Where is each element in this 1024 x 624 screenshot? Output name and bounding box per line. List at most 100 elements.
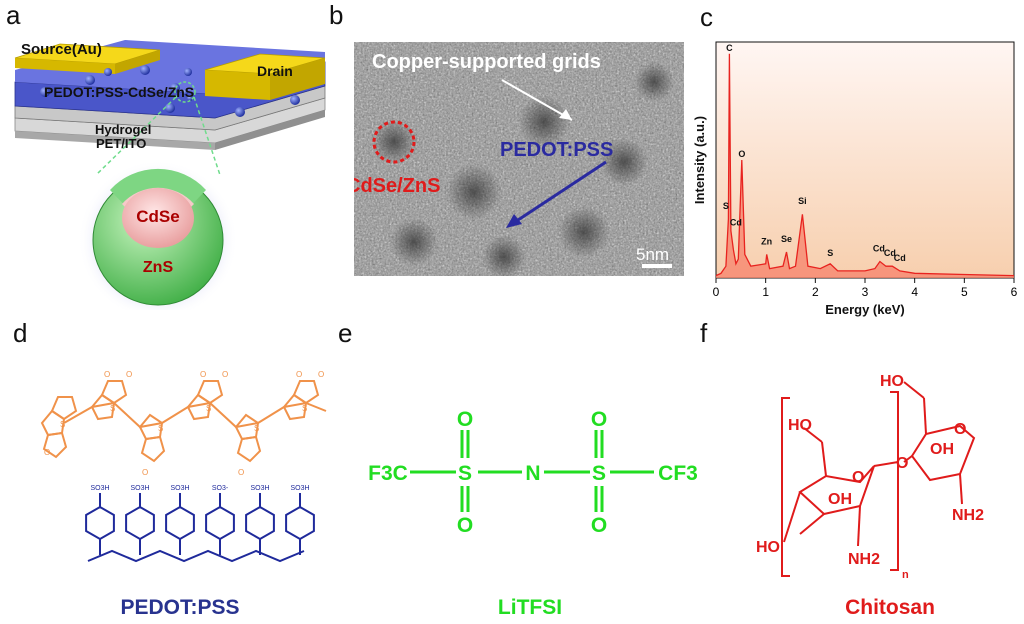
oxygen-label: O: [296, 370, 302, 379]
chitosan-structure: HO HO HO OH OH O O O NH2 NH2 n: [756, 373, 984, 581]
shell-label: ZnS: [143, 259, 174, 276]
ring-oxygen-label: O: [954, 421, 966, 438]
sulfur-label: S: [158, 424, 163, 433]
peak-label: Cd: [873, 243, 885, 253]
sulfur-label: S: [206, 404, 211, 413]
ring-oxygen-label: O: [852, 469, 864, 486]
litfsi-bonds: [410, 430, 654, 512]
hydrogel-label: Hydrogel: [95, 122, 151, 137]
pedot-chain: [40, 380, 327, 463]
ho-label: HO: [788, 417, 812, 434]
grid-label: Copper-supported grids: [372, 51, 601, 73]
zoom-circle: [174, 81, 196, 103]
scale-label: 5nm: [636, 245, 669, 264]
panel-letter-a: a: [6, 0, 21, 30]
sulfur-right-label: S: [592, 462, 606, 485]
pss-group-label: SO3H: [290, 485, 309, 492]
quantum-dots: [40, 65, 300, 117]
source-electrode-side: [115, 50, 160, 74]
pss-benzene-ring: [245, 505, 275, 541]
oxygen-label: O: [222, 370, 228, 379]
pss-benzene-ring: [285, 505, 315, 541]
oh-label: OH: [828, 491, 852, 508]
device-schematic: Source(Au) Drain PEDOT:PSS-CdSe/ZnS Hydr…: [14, 40, 326, 310]
sulfur-label: S: [302, 404, 307, 413]
oxygen-bottom-right-label: O: [591, 514, 607, 537]
pss-benzene-ring: [85, 505, 115, 541]
ho-label: HO: [756, 539, 780, 556]
active-layer-label: PEDOT:PSS-CdSe/ZnS: [44, 84, 194, 100]
zoom-line-left: [95, 96, 177, 176]
pss-benzene-ring: [205, 505, 235, 541]
panel-letter-e: e: [338, 318, 353, 348]
panel-letter-b: b: [329, 0, 344, 30]
x-tick-label: 1: [762, 285, 769, 299]
repeat-n-label: n: [902, 569, 909, 581]
sulfur-label: S: [110, 404, 115, 413]
x-tick-label: 4: [911, 285, 918, 299]
sulfur-label: S: [60, 420, 65, 429]
panel-letter-f: f: [700, 318, 708, 348]
polymer-label: PEDOT:PSS: [500, 139, 613, 161]
grid-arrow: [501, 79, 573, 121]
oxygen-label: O: [142, 468, 148, 477]
ho-label: HO: [880, 373, 904, 390]
oxygen-label: O: [104, 370, 110, 379]
qd-highlight-circle: [372, 120, 416, 164]
source-label: Source(Au): [21, 41, 102, 58]
sulfur-label: S: [254, 424, 259, 433]
oxygen-label: O: [44, 448, 50, 457]
x-tick-label: 3: [862, 285, 869, 299]
nh2-label: NH2: [952, 507, 984, 524]
f3c-label: F3C: [368, 462, 408, 485]
peak-label: Cd: [884, 248, 896, 258]
tem-image: Copper-supported grids PEDOT:PSS CdSe/Zn…: [354, 42, 684, 276]
chitosan-atom-labels: HO HO HO OH OH O O O NH2 NH2 n: [756, 373, 984, 581]
peak-label: Se: [781, 234, 792, 244]
polymer-arrow: [511, 160, 607, 226]
x-axis-label: Energy (keV): [825, 302, 904, 317]
chitosan-bonds: [781, 381, 976, 577]
oxygen-top-left-label: O: [457, 408, 473, 431]
oh-label: OH: [930, 441, 954, 458]
pss-group-label: SO3H: [130, 485, 149, 492]
oxygen-label: O: [126, 370, 132, 379]
plot-area: [715, 41, 1015, 279]
pedot-pss-caption: PEDOT:PSS: [120, 596, 240, 619]
pedot-atom-labels: S S S S S S O O O O O O O O O: [44, 370, 324, 477]
oxygen-top-right-label: O: [591, 408, 607, 431]
litfsi-caption: LiTFSI: [497, 596, 563, 619]
x-tick-label: 0: [713, 285, 720, 299]
qd-label: CdSe/ZnS: [354, 175, 440, 197]
pss-benzene-ring: [165, 505, 195, 541]
pss-chain: [85, 493, 315, 563]
x-tick-label: 6: [1011, 285, 1018, 299]
nitrogen-label: N: [525, 462, 540, 485]
peak-label: Si: [798, 196, 807, 206]
source-electrode-front: [15, 58, 115, 74]
polymer-arrowhead: [506, 214, 522, 228]
substrate-side-face: [215, 110, 325, 150]
peak-label: Cd: [894, 253, 906, 263]
panel-letter-d: d: [13, 318, 28, 348]
pss-group-label: SO3H: [250, 485, 269, 492]
peak-label: C: [726, 43, 733, 53]
drain-label: Drain: [257, 63, 293, 79]
pss-group-label: SO3H: [170, 485, 189, 492]
drain-electrode-side: [270, 58, 325, 100]
substrate-label: PET/ITO: [96, 136, 146, 151]
bridge-oxygen-label: O: [896, 455, 908, 472]
peak-label: O: [738, 149, 745, 159]
spectrum-line: [715, 53, 1015, 277]
peak-label: S: [827, 248, 833, 258]
chitosan-caption: Chitosan: [845, 596, 935, 619]
pss-benzene-ring: [125, 505, 155, 541]
cf3-label: CF3: [658, 462, 698, 485]
scale-bar: [642, 264, 672, 268]
grid-arrowhead: [559, 109, 572, 120]
nh2-label: NH2: [848, 551, 880, 568]
pss-group-label: SO3-: [212, 485, 229, 492]
